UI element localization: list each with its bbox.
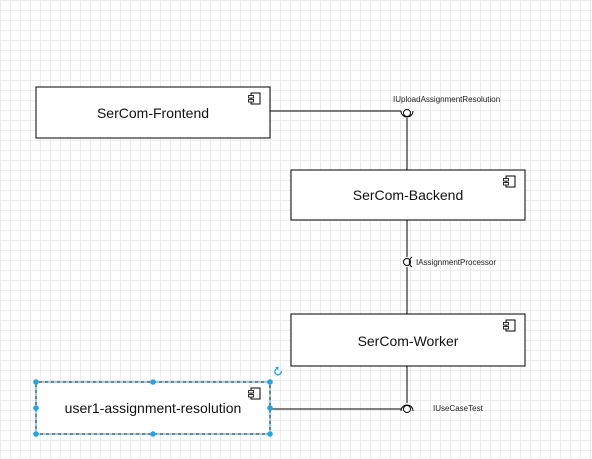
- component-backend-label: SerCom-Backend: [353, 187, 464, 203]
- component-worker-label: SerCom-Worker: [358, 333, 459, 349]
- rotate-handle-icon[interactable]: [274, 366, 282, 376]
- resize-handle-sw[interactable]: [33, 431, 39, 437]
- component-box: [290, 169, 526, 221]
- component-worker[interactable]: SerCom-Worker: [290, 313, 526, 367]
- interface-ball: [403, 258, 411, 266]
- interface-ball: [403, 109, 411, 117]
- resize-handle-nw[interactable]: [33, 379, 39, 385]
- selection-overlay[interactable]: [33, 366, 282, 437]
- component-icon: [248, 387, 261, 400]
- component-frontend[interactable]: SerCom-Frontend: [35, 86, 271, 139]
- resize-handle-e[interactable]: [267, 405, 273, 411]
- resize-handle-ne[interactable]: [267, 379, 273, 385]
- component-box: [290, 313, 526, 367]
- component-frontend-label: SerCom-Frontend: [97, 105, 209, 121]
- component-icon: [503, 319, 516, 332]
- interface-socket: [408, 256, 413, 268]
- resize-handle-n[interactable]: [150, 379, 156, 385]
- interface-upload-label: IUploadAssignmentResolution: [393, 95, 500, 104]
- resize-handle-se[interactable]: [267, 431, 273, 437]
- interface-upload[interactable]: IUploadAssignmentResolution: [393, 95, 500, 118]
- component-box: [35, 86, 271, 139]
- interface-socket: [400, 404, 414, 412]
- component-resolution[interactable]: user1-assignment-resolution: [35, 381, 271, 435]
- component-icon: [248, 92, 261, 105]
- interface-usecase-label: IUseCaseTest: [433, 404, 484, 413]
- interface-processor-label: IAssignmentProcessor: [416, 258, 496, 267]
- interface-socket: [400, 110, 414, 118]
- component-backend[interactable]: SerCom-Backend: [290, 169, 526, 221]
- interface-usecase[interactable]: IUseCaseTest: [400, 404, 484, 413]
- interface-processor[interactable]: IAssignmentProcessor: [403, 256, 497, 268]
- resize-handle-w[interactable]: [33, 405, 39, 411]
- component-icon: [503, 175, 516, 188]
- component-resolution-label: user1-assignment-resolution: [65, 400, 242, 416]
- resize-handle-s[interactable]: [150, 431, 156, 437]
- interface-ball: [403, 405, 411, 413]
- component-box: [35, 381, 271, 435]
